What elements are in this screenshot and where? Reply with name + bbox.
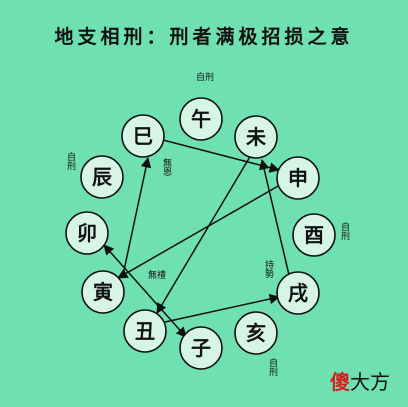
svg-text:亥: 亥 <box>246 321 266 345</box>
svg-text:自刑: 自刑 <box>196 71 214 83</box>
svg-text:午: 午 <box>191 107 211 131</box>
arrow-wei-chou <box>156 154 252 314</box>
svg-text:持勢: 持勢 <box>263 259 274 279</box>
arrow-yin-si <box>122 156 152 276</box>
page-title: 地支相刑：刑者满极招损之意 <box>54 26 354 48</box>
arrow-shen-yin <box>117 184 281 279</box>
watermark-logo: 傻大方 <box>330 370 390 394</box>
branch-xu: 戌 <box>276 271 320 315</box>
svg-text:卯: 卯 <box>77 221 97 245</box>
note-wuen: 無恩 <box>161 157 172 176</box>
note-zixing-chen: 自刑 <box>65 151 76 171</box>
svg-text:戌: 戌 <box>288 281 308 305</box>
branch-zi: 子 <box>179 326 223 370</box>
branch-you: 酉 <box>292 213 336 257</box>
note-zixing-wu: 自刑 <box>196 71 214 83</box>
note-wuli: 無禮 <box>148 269 166 281</box>
branch-wei: 未 <box>234 115 278 159</box>
svg-text:巳: 巳 <box>133 124 153 148</box>
svg-text:辰: 辰 <box>92 165 113 189</box>
branch-chen: 辰 <box>80 155 124 199</box>
svg-text:無恩: 無恩 <box>161 157 172 176</box>
branch-chou: 丑 <box>123 309 167 353</box>
svg-text:無禮: 無禮 <box>148 269 166 281</box>
branch-shen: 申 <box>276 156 320 200</box>
svg-text:自刑: 自刑 <box>65 151 76 171</box>
svg-text:未: 未 <box>246 125 266 149</box>
svg-text:自刑: 自刑 <box>339 221 350 241</box>
svg-text:子: 子 <box>191 336 211 360</box>
note-zixing-hai: 自刑 <box>267 357 278 377</box>
branch-wu: 午 <box>179 97 223 141</box>
arrow-mao-zi <box>103 244 187 338</box>
branch-hai: 亥 <box>234 311 278 355</box>
svg-text:丑: 丑 <box>135 319 155 343</box>
svg-text:自刑: 自刑 <box>267 357 278 377</box>
note-zixing-you: 自刑 <box>339 221 350 241</box>
branch-si: 巳 <box>121 114 165 158</box>
branch-yin: 寅 <box>81 270 125 314</box>
svg-text:酉: 酉 <box>304 223 324 247</box>
arrow-xu-wei <box>259 158 290 276</box>
branch-mao: 卯 <box>65 211 109 255</box>
note-chishi: 持勢 <box>263 259 274 279</box>
svg-text:寅: 寅 <box>93 280 113 304</box>
svg-text:申: 申 <box>288 166 308 190</box>
